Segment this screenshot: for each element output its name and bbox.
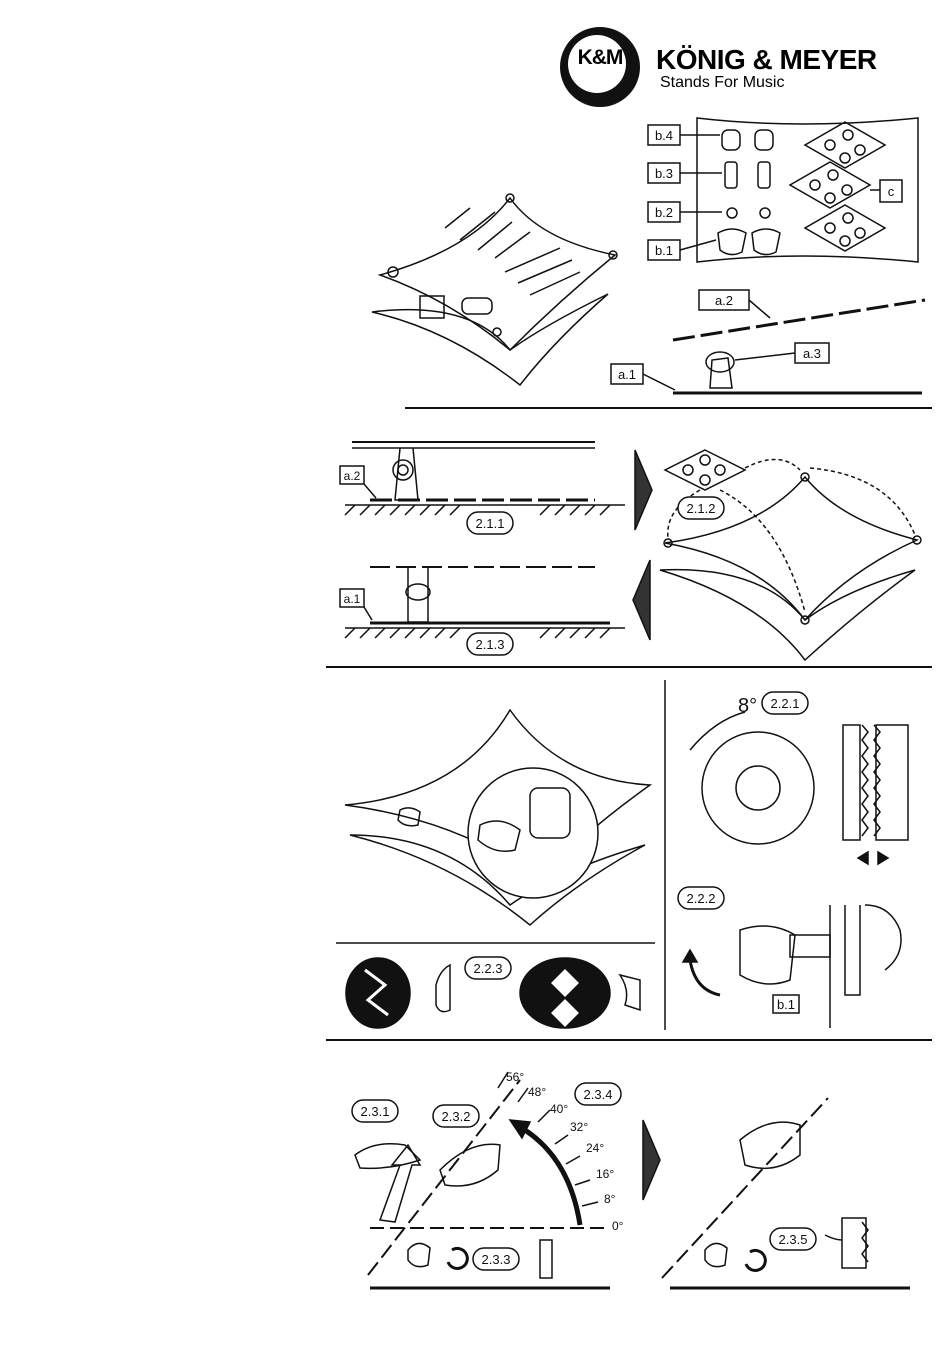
part-b2: b.2 (655, 205, 673, 220)
step-2-3-4: 2.3.4 (584, 1087, 613, 1102)
part-a2: a.2 (715, 293, 733, 308)
step-2-1-1: 2.1.1 (476, 516, 505, 531)
angle-8-label: 8° (738, 695, 757, 717)
step-2-3-2: 2.3.2 (442, 1109, 471, 1124)
step-2-3-5: 2.3.5 (779, 1232, 808, 1247)
parts-panel (648, 118, 918, 262)
section-2-3 (355, 1072, 910, 1288)
step-2-2-1: 2.2.1 (771, 696, 800, 711)
angle-16: 16° (596, 1167, 614, 1181)
angle-48: 48° (528, 1085, 546, 1099)
angle-40: 40° (550, 1102, 568, 1116)
step-2-3-3: 2.3.3 (482, 1252, 511, 1267)
step-2-1-3: 2.1.3 (476, 637, 505, 652)
section-2-2 (326, 680, 932, 1040)
angle-0: 0° (612, 1219, 624, 1233)
label-b1: b.1 (777, 997, 795, 1012)
angle-8: 8° (604, 1192, 616, 1206)
step-2-1-2: 2.1.2 (687, 501, 716, 516)
step-2-3-1: 2.3.1 (361, 1104, 390, 1119)
angle-24: 24° (586, 1141, 604, 1155)
stand-overview (372, 194, 932, 408)
part-b4: b.4 (655, 128, 673, 143)
label-a1-side: a.1 (344, 592, 361, 606)
angle-56: 56° (506, 1070, 524, 1084)
part-a3: a.3 (803, 346, 821, 361)
side-view (611, 290, 925, 393)
part-a1: a.1 (618, 367, 636, 382)
label-a2-side: a.2 (344, 469, 361, 483)
angle-32: 32° (570, 1120, 588, 1134)
step-bubbles (352, 497, 816, 1270)
part-c: c (888, 184, 895, 199)
part-b3: b.3 (655, 166, 673, 181)
step-2-2-2: 2.2.2 (687, 891, 716, 906)
section-2-1 (326, 442, 932, 667)
part-b1: b.1 (655, 243, 673, 258)
step-2-2-3: 2.2.3 (474, 961, 503, 976)
